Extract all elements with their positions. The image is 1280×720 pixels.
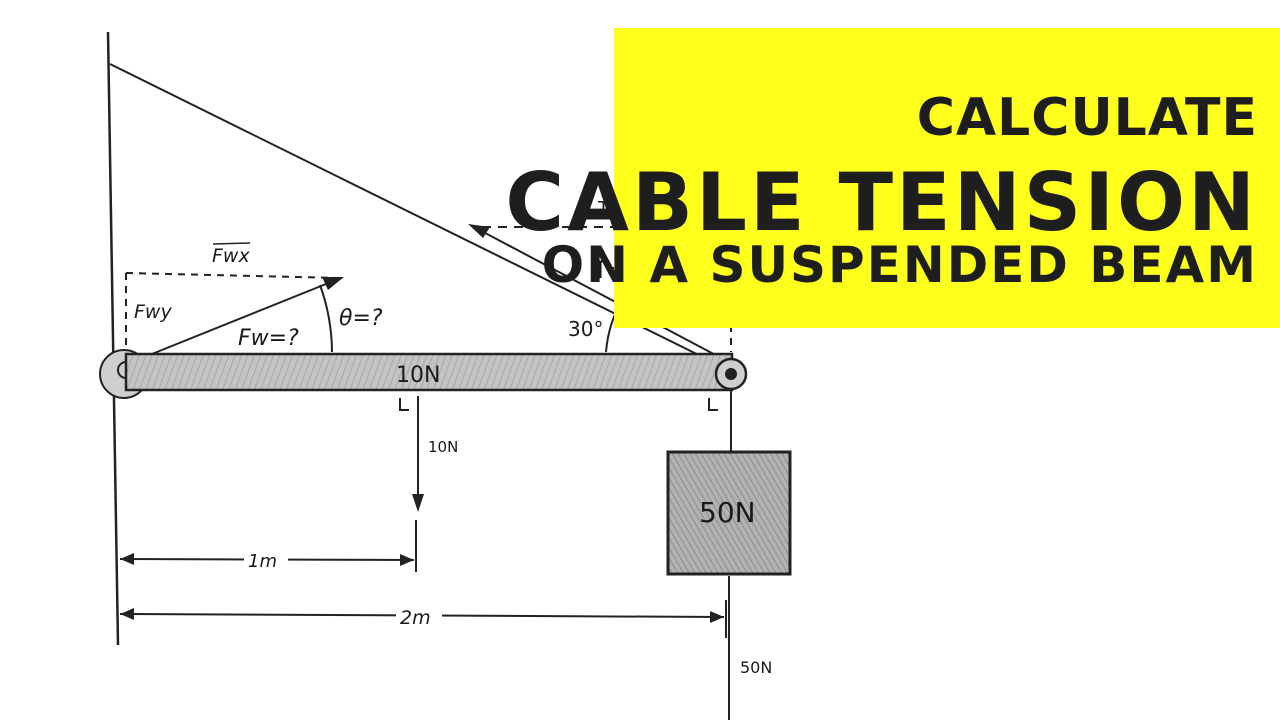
wall-force-arrow [131, 279, 337, 363]
fwx-overline [212, 242, 251, 245]
dim-2m-label: 2m [400, 607, 431, 629]
beam-end-pin-center [725, 368, 737, 380]
dim-1m-arrow-left [120, 553, 134, 565]
dim-2m-arrow-left [120, 608, 134, 620]
dim-1m-label: 1m [248, 551, 277, 572]
wall-line [106, 31, 120, 646]
beam-force-label: 10N [428, 438, 458, 456]
tension-arrow [471, 225, 726, 361]
dim-1m-arrow-right [400, 554, 414, 566]
beam-weight-label: 10N [396, 363, 440, 388]
wall-angle-arc [319, 284, 333, 353]
banner-line-2: CABLE TENSION [505, 156, 1258, 249]
dim-2m-label-bg [396, 603, 442, 629]
wall-force-y-label: Fwy [134, 301, 172, 323]
wall-angle-label: θ=? [339, 306, 383, 331]
beam-end-mark [708, 398, 718, 411]
weight-block [666, 450, 792, 576]
title-banner: CALCULATE CABLE TENSION ON A SUSPENDED B… [505, 28, 1280, 328]
beam [124, 352, 734, 392]
beam-center-mark [399, 398, 409, 411]
dim-1m-label-bg [244, 548, 288, 572]
banner-line-3: ON A SUSPENDED BEAM [541, 236, 1258, 294]
cable-angle-label: 30° [568, 317, 603, 341]
beam-weight-arrow-head [412, 494, 424, 512]
fwx-dashed-line [125, 272, 341, 279]
block-weight-label: 50N [699, 496, 756, 529]
wall-force-x-label: Fwx [212, 245, 250, 267]
block-force-label: 50N [740, 658, 772, 677]
wall-force-arrow-head [322, 277, 344, 290]
banner-line-1: CALCULATE [916, 88, 1258, 148]
dim-2m-arrow-right [710, 611, 724, 623]
wall-force-label: Fw=? [238, 326, 299, 351]
